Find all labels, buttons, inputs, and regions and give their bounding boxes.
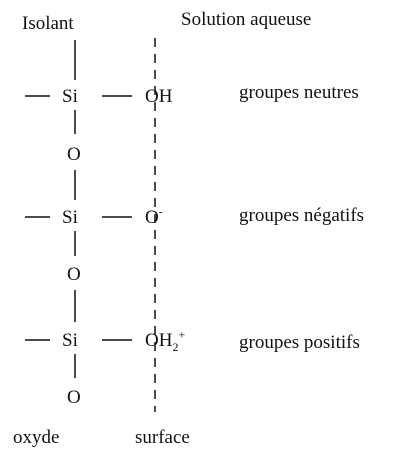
- surface-group-3: OH2+: [145, 327, 186, 353]
- surface-group-2: O-: [145, 204, 163, 228]
- group-label-1: groupes neutres: [239, 82, 359, 103]
- surface-group-3-formula: OH: [145, 330, 173, 351]
- si-atom-3: Si: [62, 330, 78, 351]
- surface-footer: surface: [135, 427, 190, 448]
- group-label-3: groupes positifs: [239, 332, 360, 353]
- surface-group-3-sup: +: [178, 327, 186, 342]
- si-atom-2: Si: [62, 207, 78, 228]
- bridging-oxygen-1: O: [67, 144, 81, 165]
- surface-group-2-formula: O: [145, 207, 159, 228]
- solution-header: Solution aqueuse: [181, 9, 312, 30]
- surface-group-2-sup: -: [158, 204, 163, 219]
- surface-group-1-formula: OH: [145, 86, 173, 107]
- oxyde-footer: oxyde: [13, 427, 60, 448]
- surface-group-1: OH: [145, 87, 172, 106]
- group-label-2: groupes négatifs: [239, 205, 365, 226]
- bridging-oxygen-3: O: [67, 387, 81, 408]
- bridging-oxygen-2: O: [67, 264, 81, 285]
- si-atom-1: Si: [62, 86, 78, 107]
- surface-group-3-sub: 2: [172, 339, 179, 354]
- isolant-header: Isolant: [22, 13, 74, 34]
